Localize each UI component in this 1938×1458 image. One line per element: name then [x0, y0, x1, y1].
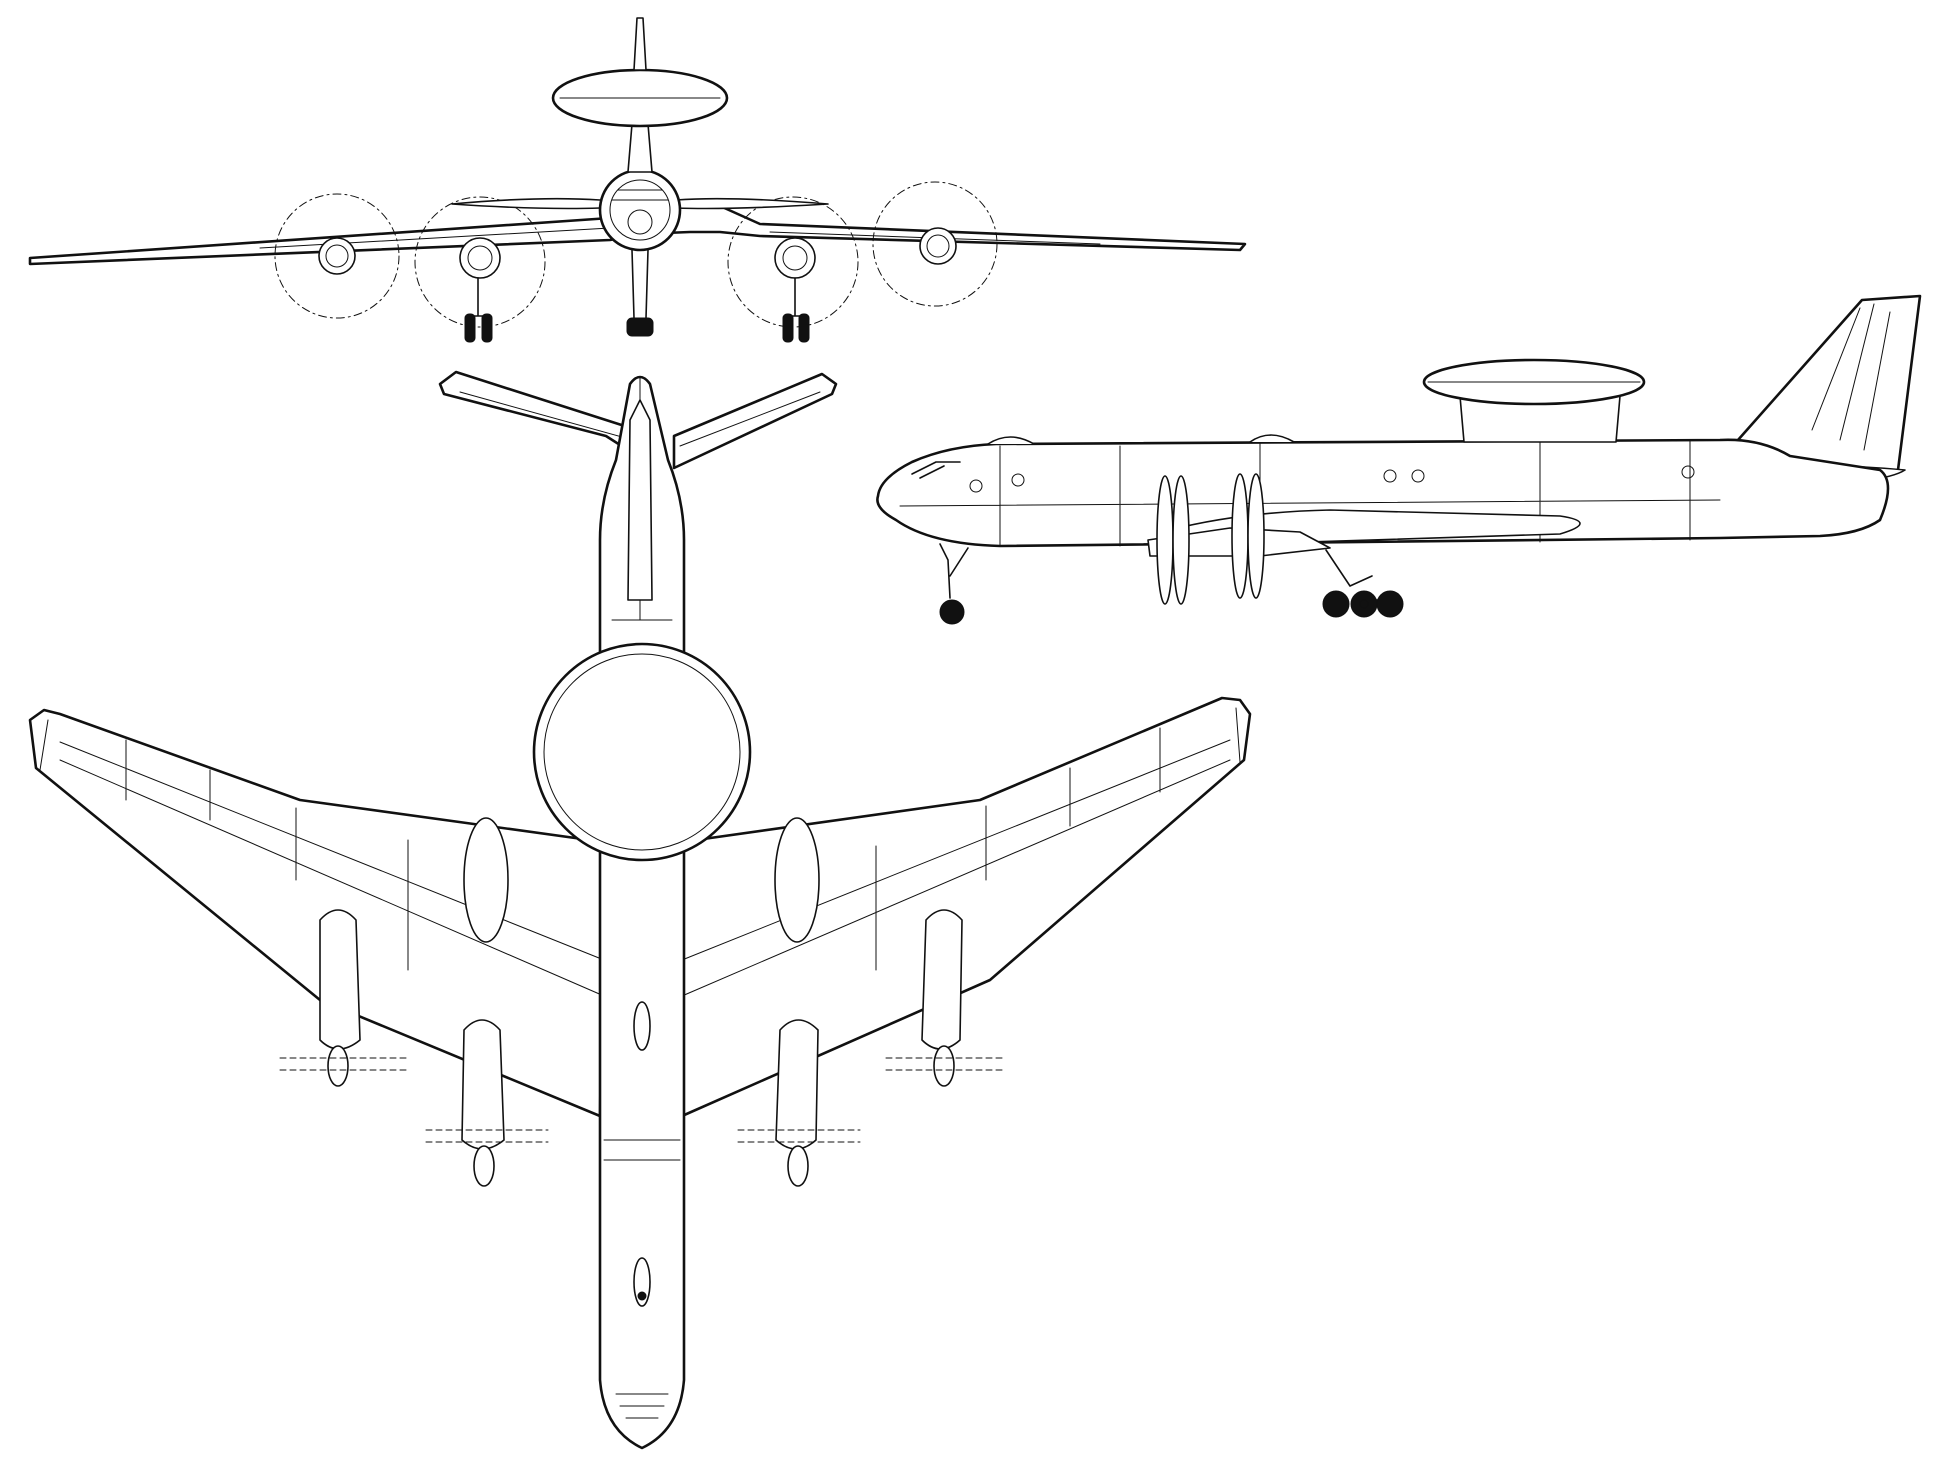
- propeller-disc-right-outer: [872, 181, 998, 307]
- side-nose-wheel: [939, 599, 965, 625]
- side-main-landing-gear: [1322, 590, 1404, 618]
- radome-pylon: [627, 123, 653, 173]
- front-view: [28, 17, 1247, 343]
- engine-nacelle: [318, 227, 957, 279]
- propeller-disc-left-outer: [274, 193, 400, 319]
- nose-landing-gear: [626, 317, 654, 337]
- side-view: [876, 294, 1922, 625]
- plan-view: [28, 370, 1252, 1450]
- wing-plan-left: [28, 708, 606, 1118]
- engine-pod-plan: [319, 909, 963, 1187]
- vertical-fin-front: [633, 17, 647, 71]
- horizontal-tail-plan-right: [672, 372, 838, 470]
- fuselage-side: [876, 438, 1890, 548]
- propeller-disc-left-inner: [414, 196, 546, 328]
- wing-plan-right: [680, 696, 1252, 1118]
- main-landing-gear: [464, 313, 810, 343]
- propeller-side: [1156, 473, 1265, 605]
- radome-plan: [532, 642, 752, 862]
- engine-nacelle-plan: [463, 817, 820, 943]
